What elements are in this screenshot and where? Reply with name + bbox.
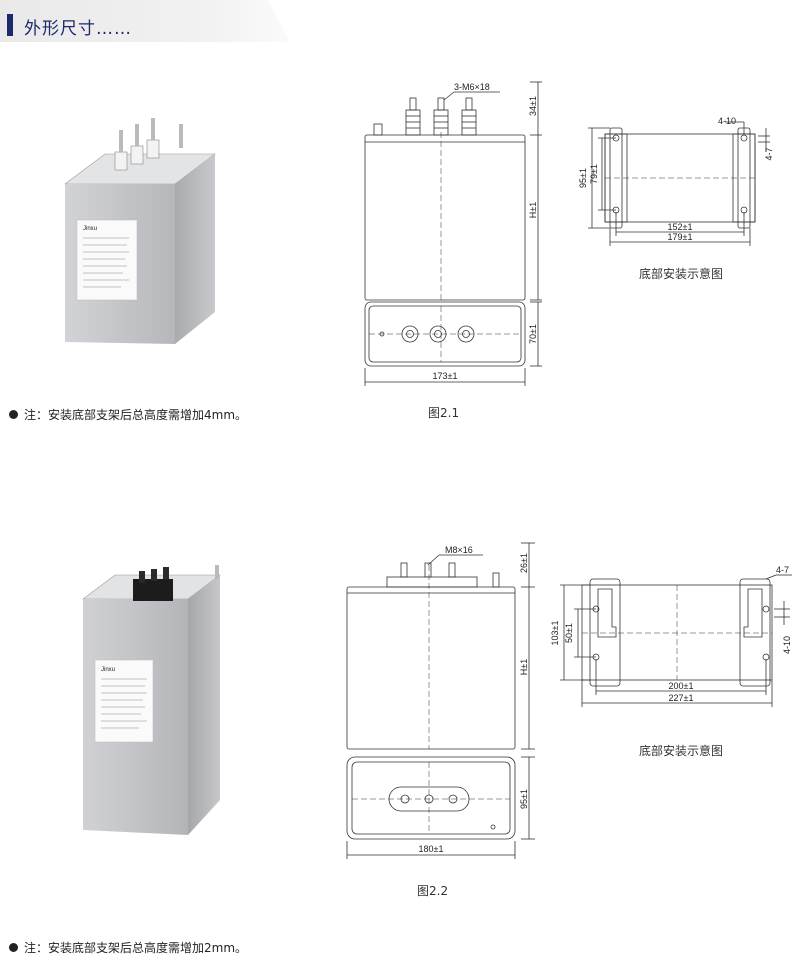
base-label-2: 底部安装示意图 (639, 744, 724, 758)
bullet-icon (9, 410, 18, 419)
capacitor-photo-1: Jinxu (64, 118, 216, 344)
note-2: 注：安装底部支架后总高度需增加2mm。 (9, 939, 247, 956)
dim-base-outer-h-1: 95±1 (578, 168, 588, 188)
capacitor-photo-2: Jinxu (82, 565, 221, 835)
note-1: 注：安装底部支架后总高度需增加4mm。 (9, 406, 247, 423)
drawing-front-top-1: 3-M6×18 34±1 H±1 70±1 173±1 (364, 81, 542, 386)
product-brand-1: Jinxu (83, 226, 97, 232)
bullet-icon (9, 943, 18, 952)
dim-slot-depth-1: 4-7 (764, 147, 774, 160)
dim-base-inner-h-1: 79±1 (589, 164, 599, 184)
drawing-front-top-2: M8×16 26±1 H±1 95±1 180±1 (346, 542, 535, 859)
dim-terminal-height-2: 26±1 (519, 553, 529, 573)
dim-height-1: H±1 (528, 202, 538, 218)
header-accent-bar (7, 14, 13, 36)
drawing-base-2: 4-7 4-10 103±1 50±1 200±1 227±1 (550, 565, 792, 707)
dim-slot-2: 4-10 (782, 636, 792, 654)
dim-base-inner-w-2: 200±1 (669, 681, 694, 691)
dim-width-1: 173±1 (433, 371, 458, 381)
dim-base-inner-w-1: 152±1 (668, 222, 693, 232)
dim-base-inner-h-2: 50±1 (564, 623, 574, 643)
figure-label-1: 图2.1 (428, 406, 460, 420)
dim-depth-2: 95±1 (519, 789, 529, 809)
drawing-base-1: 4-10 4-7 95±1 79±1 152±1 179±1 (578, 116, 774, 246)
dim-base-outer-h-2: 103±1 (550, 621, 560, 646)
dim-slot-depth-2: 4-7 (776, 565, 789, 575)
dim-base-outer-w-1: 179±1 (668, 232, 693, 242)
figure-label-2: 图2.2 (417, 884, 449, 898)
dim-terminal-1: 3-M6×18 (454, 82, 490, 92)
dim-slot-1: 4-10 (718, 116, 736, 126)
dim-height-2: H±1 (519, 659, 529, 675)
dim-width-2: 180±1 (419, 844, 444, 854)
dim-base-outer-w-2: 227±1 (669, 693, 694, 703)
dim-terminal-2: M8×16 (445, 545, 473, 555)
note-2-text: 注：安装底部支架后总高度需增加2mm。 (24, 941, 248, 955)
section-header (0, 0, 290, 42)
note-1-text: 注：安装底部支架后总高度需增加4mm。 (24, 408, 248, 422)
product-brand-2: Jinxu (101, 667, 115, 673)
base-label-1: 底部安装示意图 (639, 267, 724, 281)
dim-depth-1: 70±1 (528, 324, 538, 344)
dim-terminal-height-1: 34±1 (528, 96, 538, 116)
page-title: 外形尺寸…… (24, 19, 132, 39)
